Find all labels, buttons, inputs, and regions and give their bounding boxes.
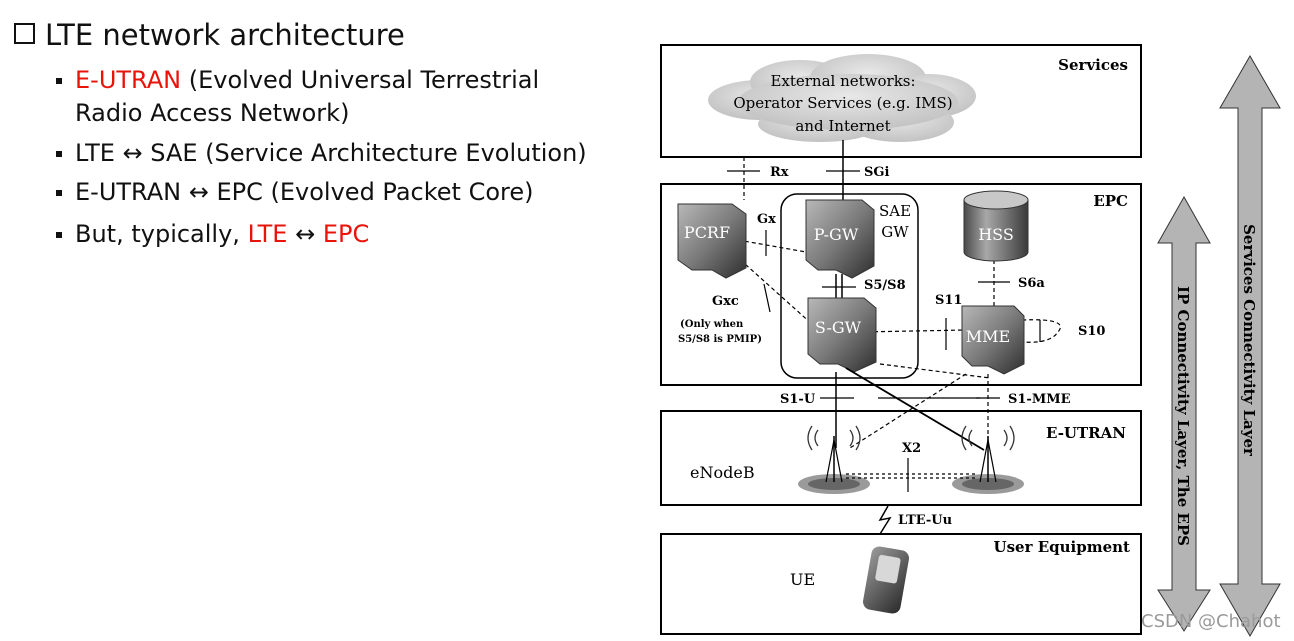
hss-node [963,190,1029,262]
s11-label: S11 [935,293,962,308]
gxc-note-line1: (Only when [680,319,744,330]
s5s8-label: S5/S8 [864,278,906,293]
sae-gw-label-line2: GW [881,223,909,241]
bullet-icon [56,151,62,157]
s1mme-label: S1-MME [1008,392,1071,407]
pcrf-label: PCRF [684,223,730,242]
watermark: CSDN @Chahot [1141,611,1281,632]
slide-text: LTE network architecture E-UTRAN (Evolve… [0,0,640,300]
cloud-icon [708,54,976,142]
ip-connectivity-arrow [1157,195,1211,632]
gxc-note-line2: S5/S8 is PMIP) [678,334,762,345]
eutran-layer-label: E-UTRAN [1046,424,1126,442]
sae-gw-box [780,193,919,379]
sgw-label: S-GW [815,318,862,337]
phone-icon [862,546,910,614]
cloud-label-line3: and Internet [795,117,890,135]
bullet-text: LTE ↔ SAE (Service Architecture Evolutio… [75,139,587,167]
x2-label: X2 [902,441,921,456]
lteuu-label: LTE-Uu [898,513,952,528]
heading-text: LTE network architecture [45,18,405,52]
cloud-label-line1: External networks: [770,72,915,90]
rx-label: Rx [770,165,789,180]
bullet-icon [56,190,62,196]
cloud-label-line2: Operator Services (e.g. IMS) [733,94,952,112]
services-connectivity-arrow [1219,54,1281,638]
enodeb-right-icon [952,425,1024,494]
eutran-layer-box [660,410,1142,506]
ue-layer-label: User Equipment [994,538,1131,556]
bullet-arrow-text: ↔ [287,220,323,248]
pcrf-node [677,203,747,279]
ue-label: UE [790,570,815,589]
pgw-node [805,199,875,279]
s1u-label: S1-U [780,392,816,407]
bullet-term-epc: EPC [322,220,370,248]
ip-connectivity-label: IP Connectivity Layer, The EPS [1174,286,1192,546]
gxc-label: Gxc [712,294,739,309]
enodeb-left-icon [798,425,870,494]
bullet-text: E-UTRAN ↔ EPC (Evolved Packet Core) [75,178,534,206]
s10-label: S10 [1078,324,1105,339]
lightning-icon [878,505,892,535]
sae-gw-label-line1: SAE [879,202,911,220]
epc-layer-label: EPC [1093,192,1128,210]
epc-layer-box [660,183,1142,386]
gx-label: Gx [757,212,776,227]
bullet-text: But, typically, [75,220,248,248]
mme-node [961,305,1025,375]
bullet-icon [56,232,62,238]
slide-heading: LTE network architecture [14,18,405,52]
bullet-term-lte: LTE [247,220,288,248]
bullet-text: (Evolved Universal Terrestrial [181,66,540,94]
bullet-icon [56,78,62,84]
s6a-label: S6a [1018,276,1045,291]
services-connectivity-label: Services Connectivity Layer [1240,224,1258,457]
hss-label: HSS [978,225,1014,244]
bullet-term: E-UTRAN [75,66,182,94]
bullet-text-line2: Radio Access Network) [75,99,350,127]
sgi-label: SGi [864,165,889,180]
enodeb-label: eNodeB [690,463,755,482]
pgw-label: P-GW [814,225,859,244]
mme-label: MME [966,327,1010,346]
services-layer-label: Services [1058,56,1128,74]
checkbox-square-icon [14,23,35,44]
